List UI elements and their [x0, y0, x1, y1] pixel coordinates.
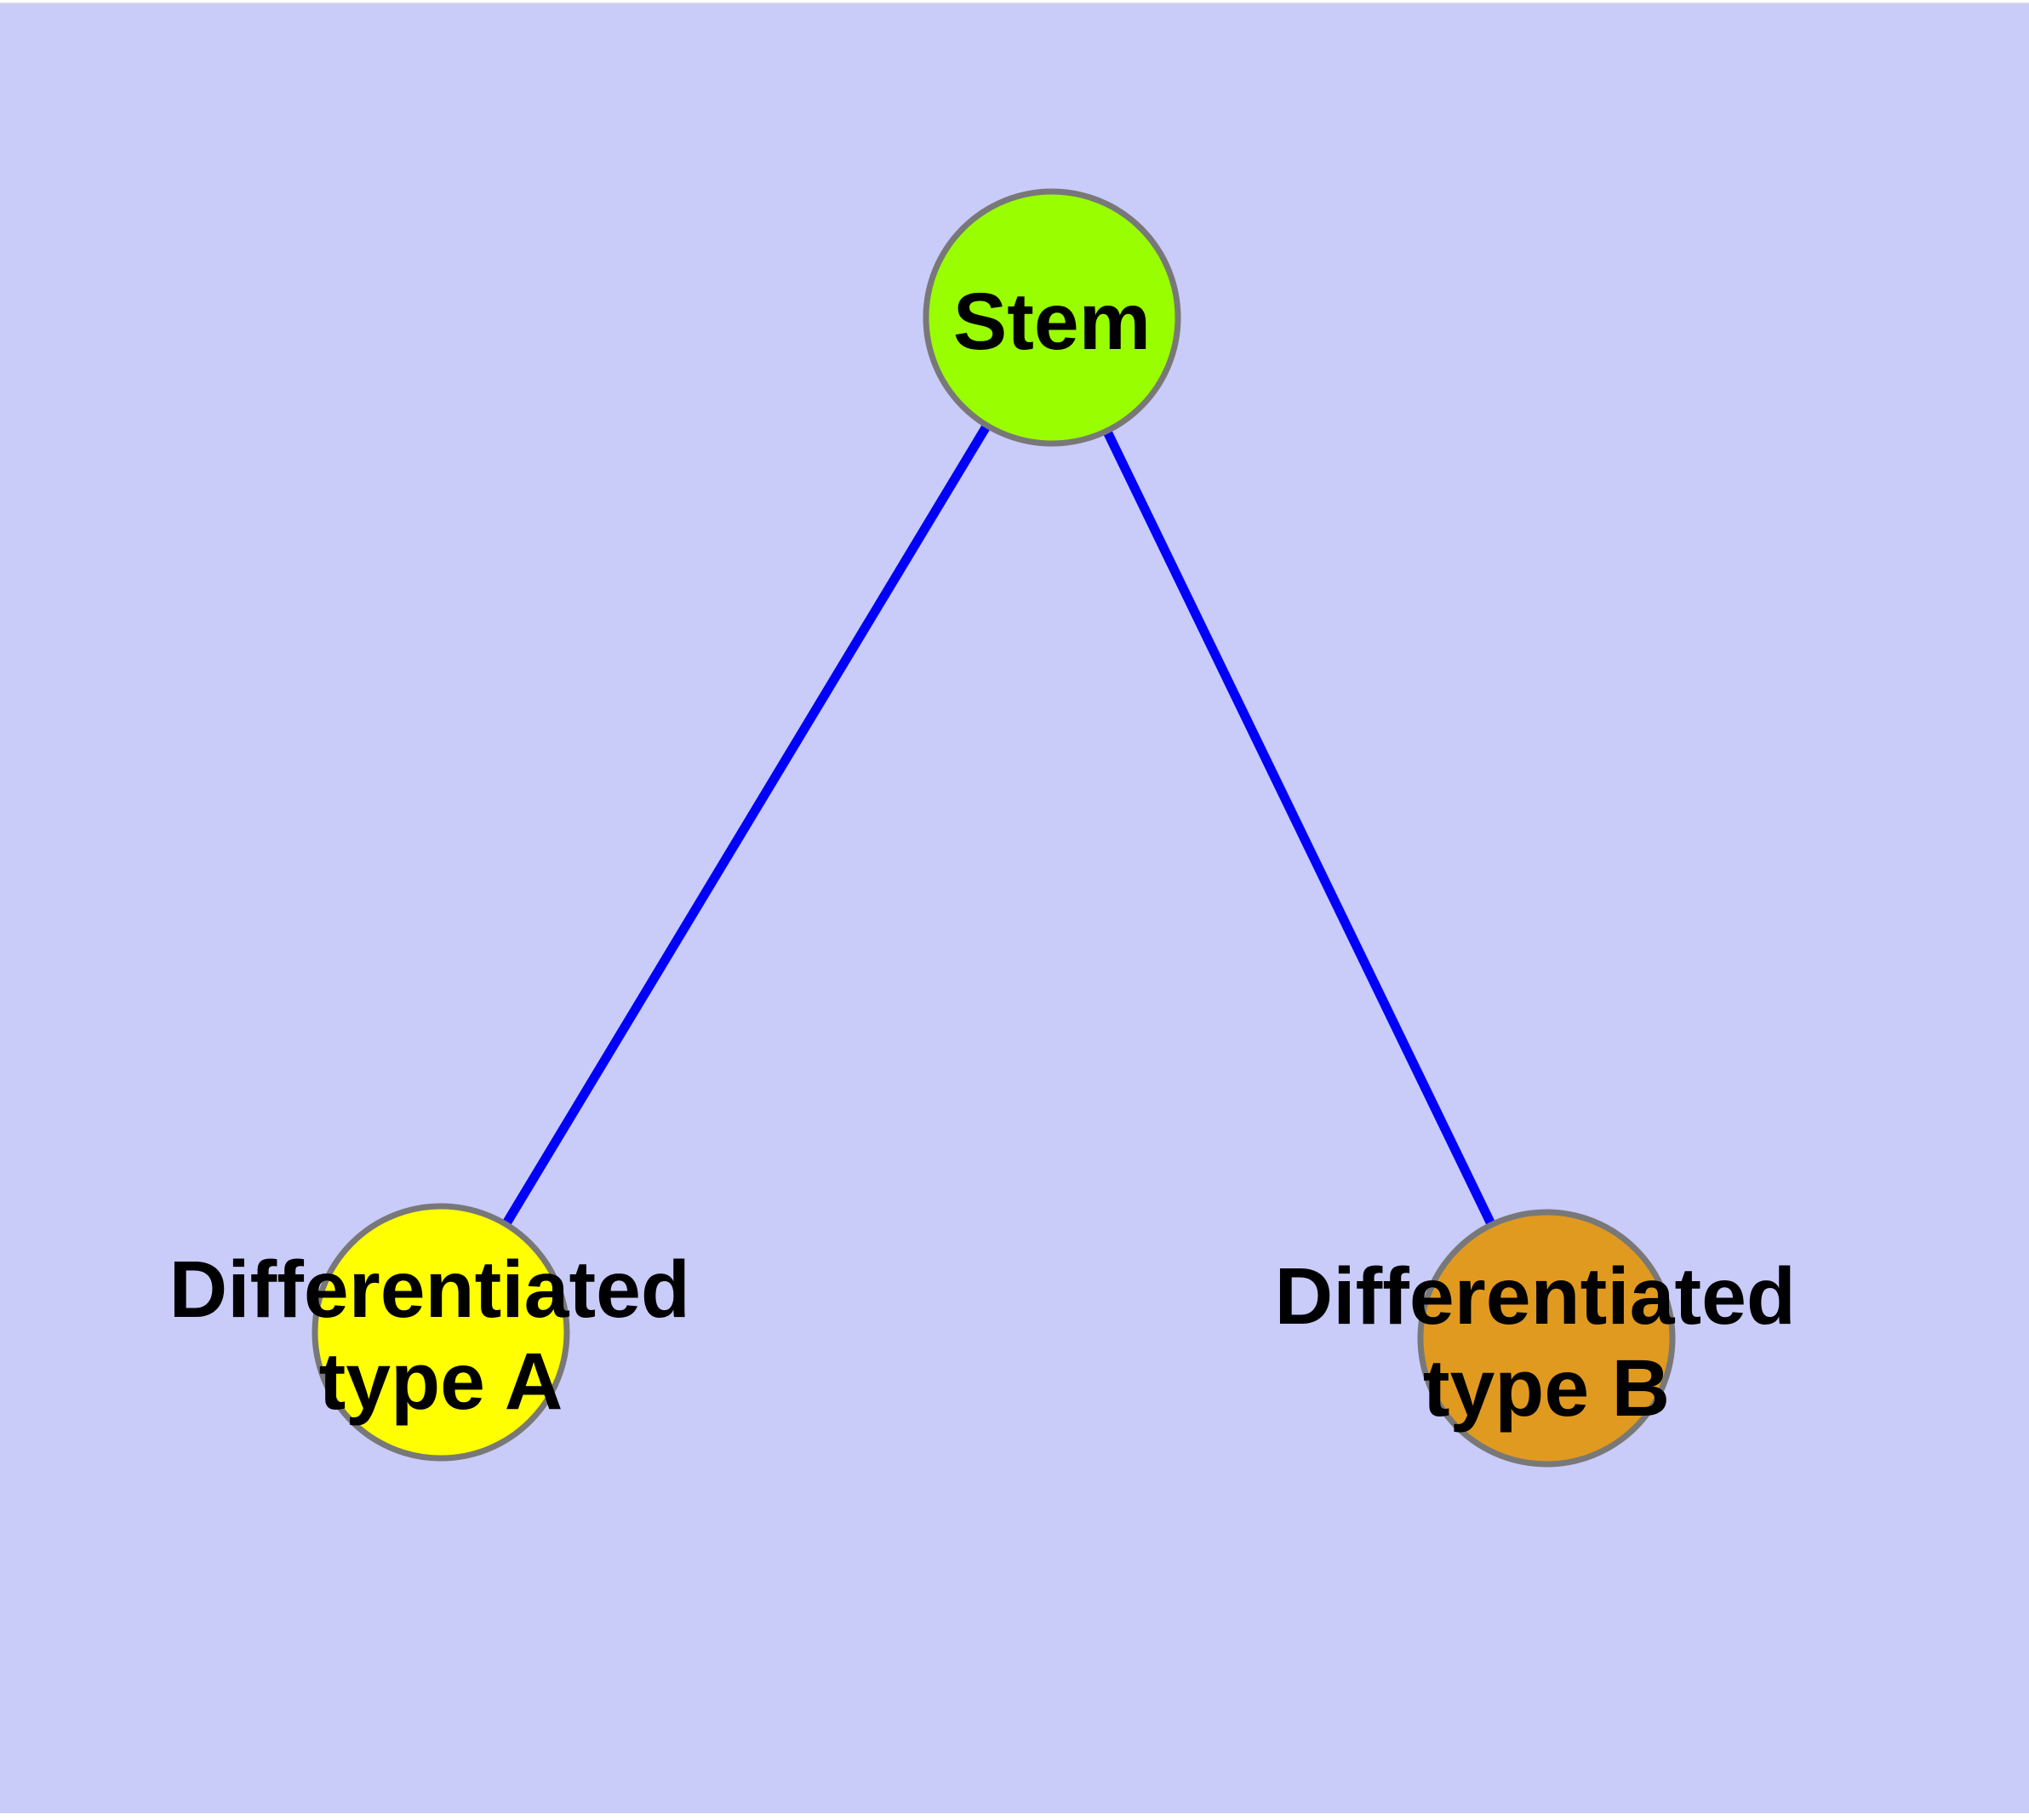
- edge-stem-to-type-a: [437, 315, 1056, 1335]
- node-stem-label-line: Stem: [953, 277, 1151, 367]
- top-divider-line: [0, 3, 2029, 4]
- node-type-b-label-line-1: Differentiated: [1275, 1251, 1796, 1342]
- node-stem-circle: [923, 188, 1181, 447]
- node-type-a-label-line-1: Differentiated: [169, 1245, 690, 1335]
- node-type-b-label-line-2: type B: [1423, 1343, 1670, 1434]
- node-type-b-circle: [1417, 1209, 1676, 1468]
- node-type-a-label: Differentiated type A: [169, 1245, 713, 1427]
- node-type-b-label: Differentiated type B: [1275, 1251, 1819, 1434]
- edge-stem-to-type-b: [1048, 315, 1551, 1341]
- node-type-a-circle: [311, 1203, 570, 1462]
- node-stem-label: Stem: [953, 277, 1151, 367]
- node-type-a-label-line-2: type A: [319, 1336, 563, 1427]
